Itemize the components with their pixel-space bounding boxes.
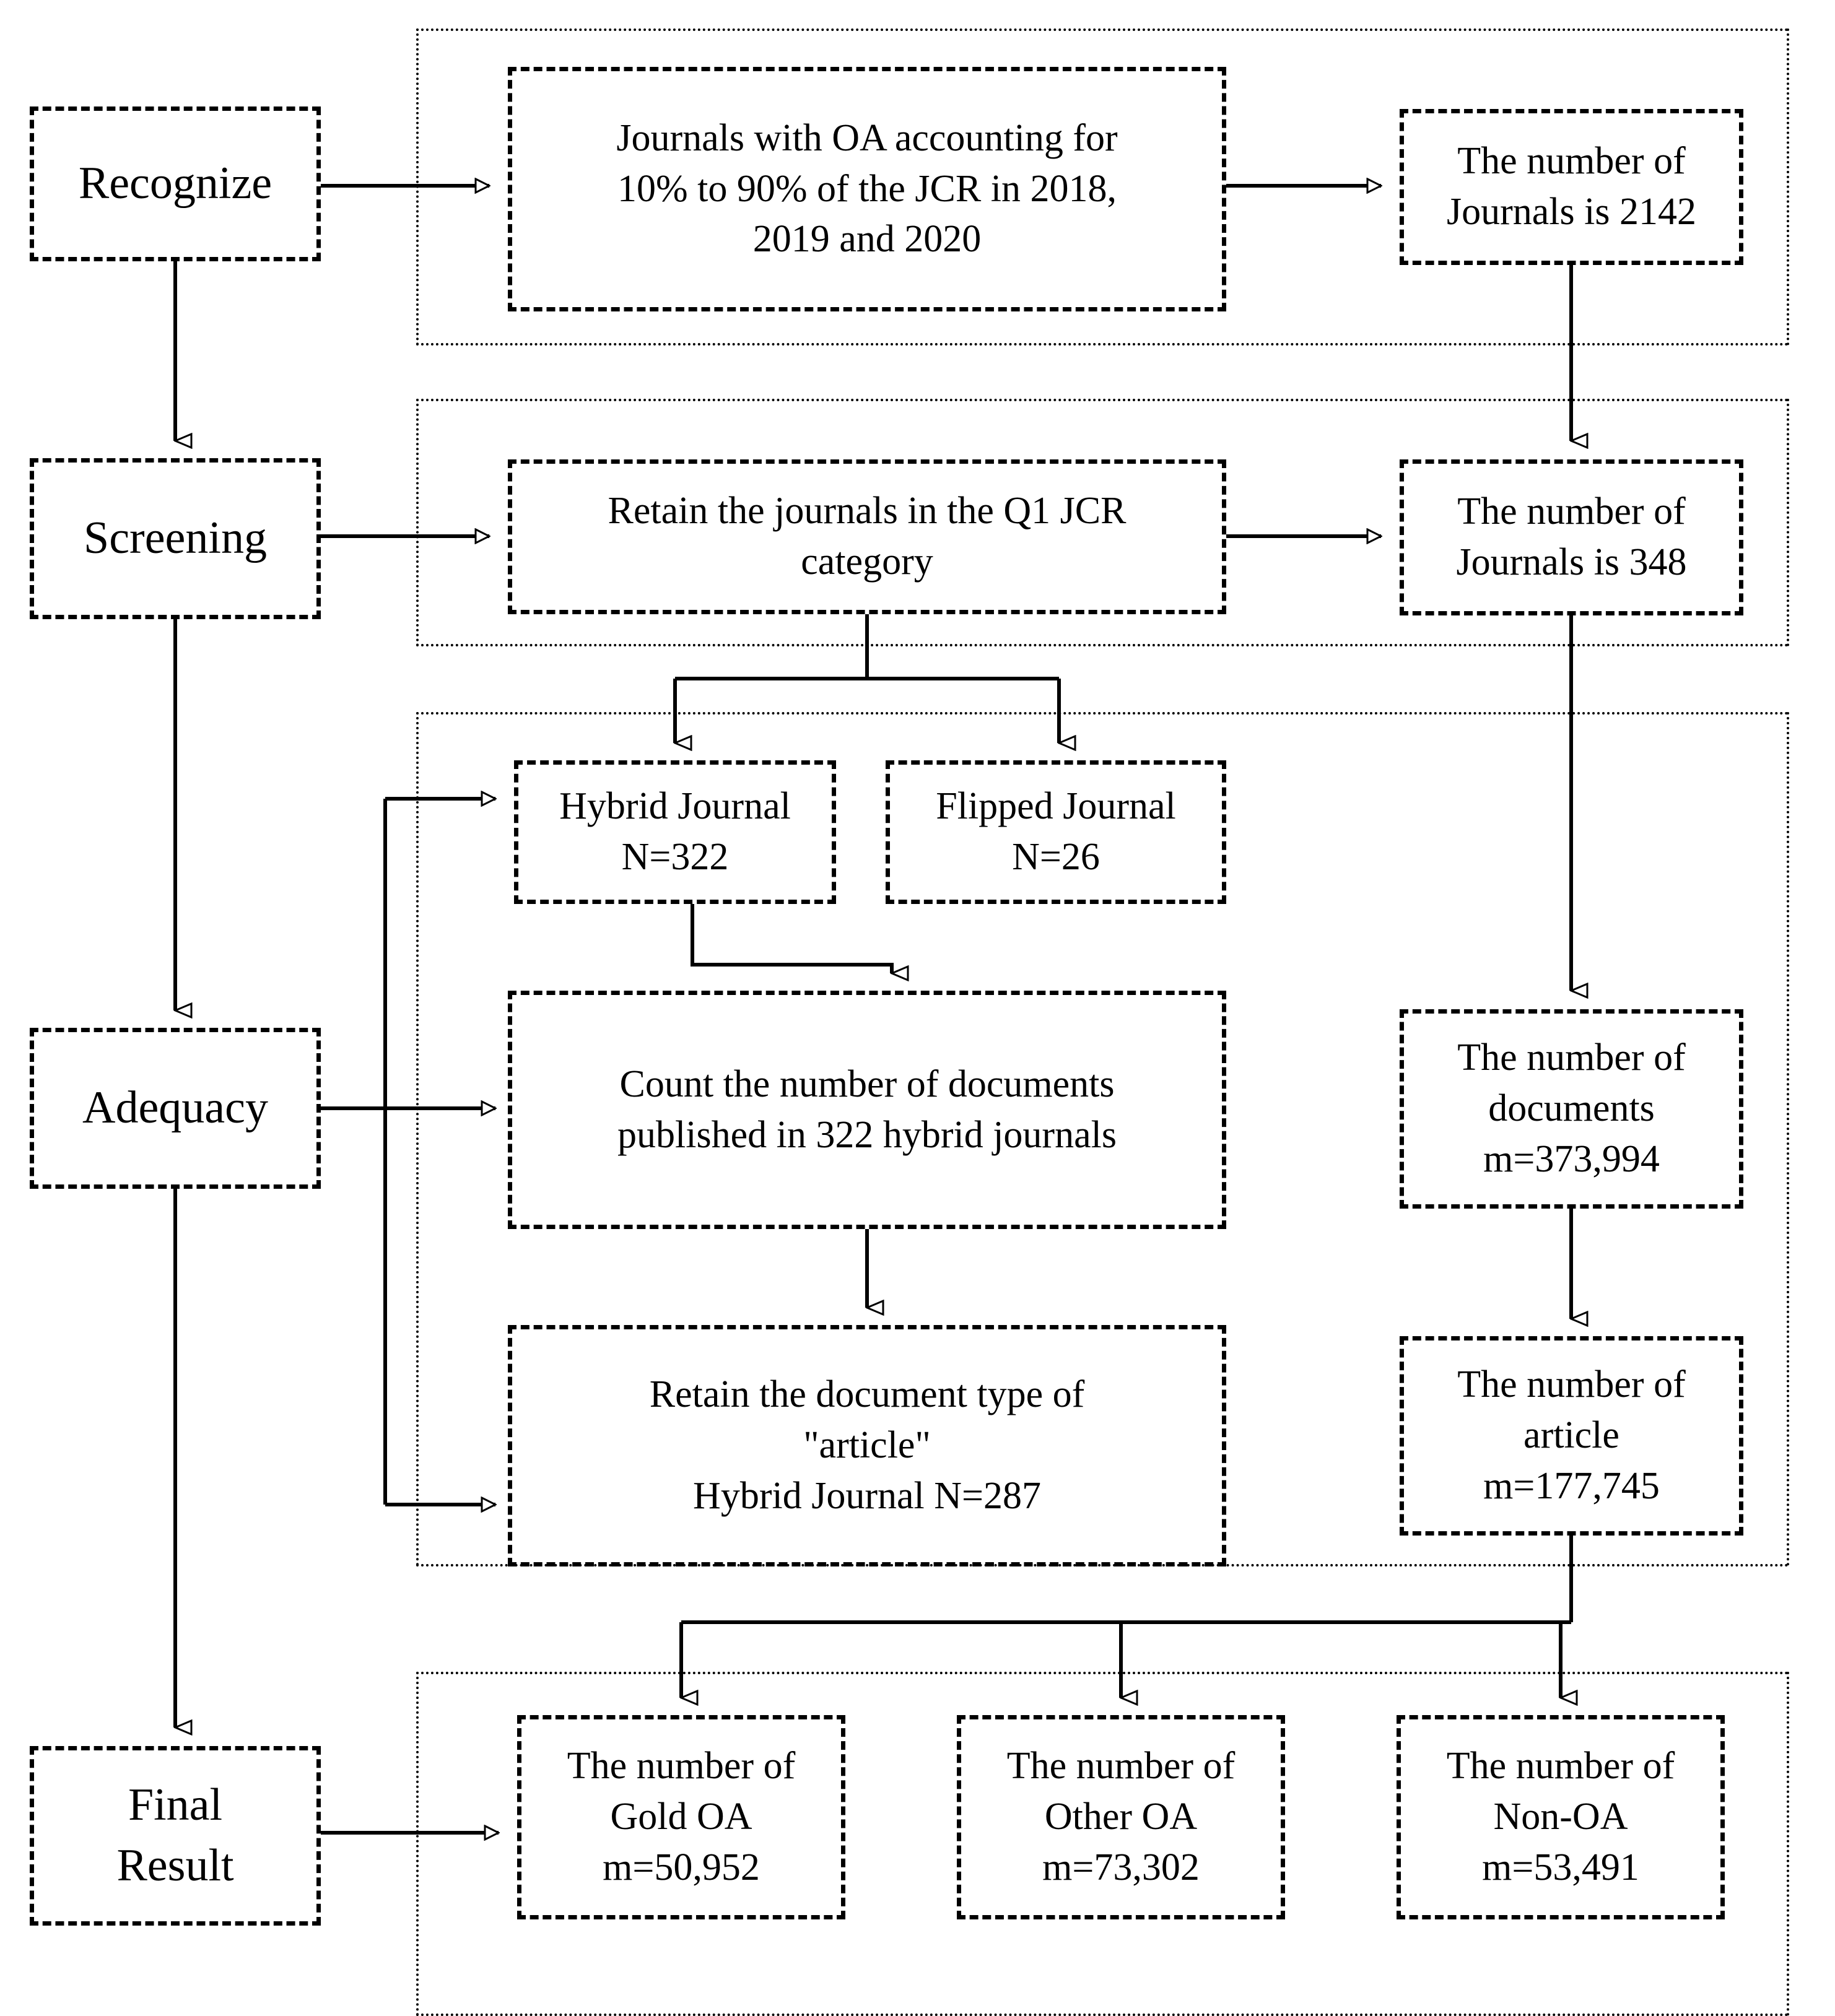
flipped-journal-line-2: N=26 — [1012, 836, 1100, 878]
gold-oa-line-1: The number of — [567, 1745, 796, 1788]
stage-label-screening-text: Screening — [84, 513, 267, 564]
node-flipped-journal-text: Flipped Journal N=26 — [896, 781, 1216, 883]
retain-article-line-2: "article" — [803, 1424, 931, 1467]
docs-total-line-1: The number of — [1457, 1036, 1686, 1079]
stage-label-adequacy[interactable]: Adequacy — [30, 1028, 321, 1189]
retain-q1-line-1: Retain the journals in the Q1 JCR — [608, 490, 1127, 532]
stage-label-recognize-text: Recognize — [78, 158, 272, 209]
criteria-line-2: 10% to 90% of the JCR in 2018, — [617, 167, 1117, 210]
journals-2142-line-2: Journals is 2142 — [1447, 191, 1696, 233]
group-final-result — [416, 1672, 1789, 2016]
node-criteria[interactable]: Journals with OA accounting for 10% to 9… — [508, 67, 1226, 311]
other-oa-line-3: m=73,302 — [1042, 1846, 1200, 1888]
node-other-oa-text: The number of Other OA m=73,302 — [967, 1741, 1275, 1893]
criteria-line-1: Journals with OA accounting for — [616, 116, 1118, 159]
non-oa-line-3: m=53,491 — [1482, 1846, 1639, 1888]
node-journals-2142-text: The number of Journals is 2142 — [1410, 136, 1733, 238]
docs-total-line-3: m=373,994 — [1483, 1137, 1660, 1180]
criteria-line-3: 2019 and 2020 — [752, 218, 982, 261]
stage-label-recognize[interactable]: Recognize — [30, 106, 321, 261]
journals-348-line-2: Journals is 348 — [1456, 541, 1687, 583]
node-retain-q1-text: Retain the journals in the Q1 JCR catego… — [518, 486, 1216, 588]
gold-oa-line-2: Gold OA — [610, 1796, 752, 1838]
node-flipped-journal[interactable]: Flipped Journal N=26 — [886, 760, 1226, 904]
stage-label-final-result[interactable]: Final Result — [30, 1746, 321, 1926]
node-hybrid-journal[interactable]: Hybrid Journal N=322 — [514, 760, 836, 904]
retain-article-line-3: Hybrid Journal N=287 — [693, 1474, 1041, 1517]
node-hybrid-journal-text: Hybrid Journal N=322 — [525, 781, 826, 883]
hybrid-journal-line-2: N=322 — [621, 836, 729, 878]
final-result-line-1: Final — [128, 1779, 223, 1831]
node-gold-oa[interactable]: The number of Gold OA m=50,952 — [517, 1715, 845, 1919]
node-docs-total[interactable]: The number of documents m=373,994 — [1400, 1009, 1743, 1209]
node-retain-article-text: Retain the document type of "article" Hy… — [518, 1370, 1216, 1521]
stage-label-final-result-text: Final Result — [40, 1775, 310, 1896]
other-oa-line-2: Other OA — [1044, 1796, 1198, 1838]
node-retain-q1[interactable]: Retain the journals in the Q1 JCR catego… — [508, 459, 1226, 614]
node-non-oa[interactable]: The number of Non-OA m=53,491 — [1397, 1715, 1725, 1919]
article-total-line-2: article — [1523, 1414, 1619, 1457]
non-oa-line-1: The number of — [1446, 1745, 1675, 1788]
gold-oa-line-3: m=50,952 — [603, 1846, 760, 1888]
node-count-docs-text: Count the number of documents published … — [518, 1059, 1216, 1161]
other-oa-line-1: The number of — [1006, 1745, 1236, 1788]
node-retain-article[interactable]: Retain the document type of "article" Hy… — [508, 1325, 1226, 1566]
docs-total-line-2: documents — [1488, 1087, 1655, 1130]
node-gold-oa-text: The number of Gold OA m=50,952 — [528, 1741, 835, 1893]
flipped-journal-line-1: Flipped Journal — [936, 785, 1176, 828]
count-docs-line-1: Count the number of documents — [619, 1062, 1115, 1105]
retain-q1-line-2: category — [801, 541, 933, 583]
retain-article-line-1: Retain the document type of — [649, 1373, 1085, 1416]
node-count-docs[interactable]: Count the number of documents published … — [508, 991, 1226, 1229]
node-journals-348-text: The number of Journals is 348 — [1410, 487, 1733, 588]
count-docs-line-2: published in 322 hybrid journals — [617, 1113, 1117, 1156]
journals-2142-line-1: The number of — [1457, 140, 1686, 183]
article-total-line-3: m=177,745 — [1483, 1464, 1660, 1507]
node-journals-2142[interactable]: The number of Journals is 2142 — [1400, 109, 1743, 265]
non-oa-line-2: Non-OA — [1493, 1796, 1628, 1838]
node-article-total-text: The number of article m=177,745 — [1410, 1360, 1733, 1511]
node-criteria-text: Journals with OA accounting for 10% to 9… — [518, 113, 1216, 265]
hybrid-journal-line-1: Hybrid Journal — [559, 785, 791, 828]
node-docs-total-text: The number of documents m=373,994 — [1410, 1033, 1733, 1184]
node-non-oa-text: The number of Non-OA m=53,491 — [1407, 1741, 1714, 1893]
node-article-total[interactable]: The number of article m=177,745 — [1400, 1336, 1743, 1536]
stage-label-screening[interactable]: Screening — [30, 458, 321, 619]
stage-label-adequacy-text: Adequacy — [82, 1082, 268, 1134]
group-screening — [416, 399, 1789, 646]
node-journals-348[interactable]: The number of Journals is 348 — [1400, 459, 1743, 615]
article-total-line-1: The number of — [1457, 1363, 1686, 1406]
node-other-oa[interactable]: The number of Other OA m=73,302 — [957, 1715, 1285, 1919]
final-result-line-2: Result — [116, 1840, 234, 1891]
journals-348-line-1: The number of — [1457, 490, 1686, 533]
